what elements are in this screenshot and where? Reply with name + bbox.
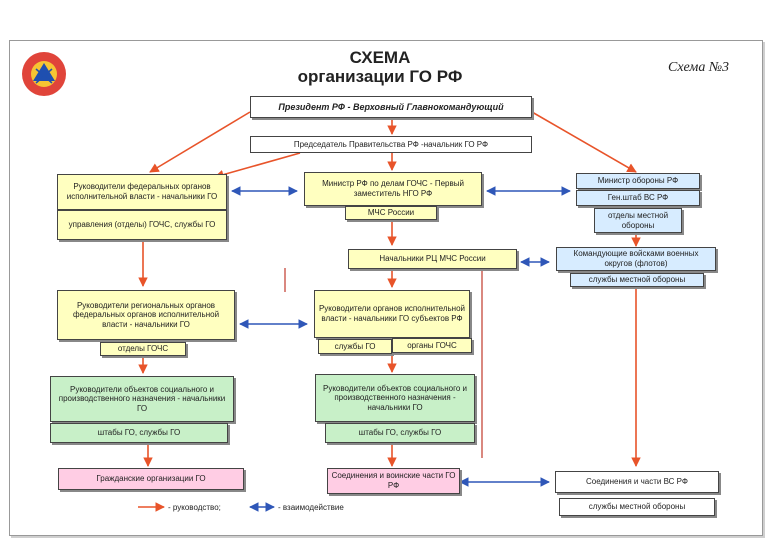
civil-orgs-box: Гражданские организации ГО	[58, 468, 244, 490]
rc-heads-box: Начальники РЦ МЧС России	[348, 249, 517, 269]
local-defense-depts-box: отделы местной обороны	[594, 208, 682, 233]
title-line1: СХЕМА	[349, 48, 411, 67]
title-line2: организации ГО РФ	[297, 67, 463, 86]
arrow-chairman-left	[214, 152, 301, 180]
local-defense-services-bottom-box: службы местной обороны	[559, 498, 715, 516]
mchs-russia-box: МЧС России	[345, 206, 437, 220]
page-title: СХЕМА организации ГО РФ	[270, 48, 490, 86]
president-box: Президент РФ - Верховный Главнокомандующ…	[250, 96, 532, 118]
minister-defense-box: Министр обороны РФ	[576, 173, 700, 189]
armed-forces-units-box: Соединения и части ВС РФ	[555, 471, 719, 493]
civil-defense-logo	[22, 52, 66, 96]
legend-interaction: - взаимодействие	[278, 503, 344, 512]
gochs-bodies-box: органы ГОЧС	[392, 338, 472, 353]
gochs-depts-box: отделы ГОЧС	[100, 342, 186, 356]
staffs-right-box: штабы ГО, службы ГО	[325, 423, 475, 443]
legend-leadership: - руководство;	[168, 503, 221, 512]
diagram-frame	[9, 40, 763, 536]
regional-heads-box: Руководители региональных органов федера…	[57, 290, 235, 340]
fed-depts-box: управления (отделы) ГОЧС, службы ГО	[57, 210, 227, 240]
minister-mchs-box: Министр РФ по делам ГОЧС - Первый замест…	[304, 172, 482, 206]
object-heads-right-box: Руководители объектов социального и прои…	[315, 374, 475, 422]
go-troops-box: Соединения и воинские части ГО РФ	[327, 468, 460, 494]
district-commanders-box: Командующие войсками военных округов (фл…	[556, 247, 716, 271]
chairman-box: Председатель Правительства РФ -начальник…	[250, 136, 532, 153]
object-heads-left-box: Руководители объектов социального и прои…	[50, 376, 234, 422]
scheme-number: Схема №3	[668, 60, 730, 75]
arrow-president-left	[149, 111, 251, 173]
gen-staff-box: Ген.штаб ВС РФ	[576, 190, 700, 206]
fed-heads-box: Руководители федеральных органов исполни…	[57, 174, 227, 210]
go-services-box: службы ГО	[318, 339, 392, 354]
arrow-president-right	[531, 111, 637, 173]
local-defense-services-box: службы местной обороны	[570, 273, 704, 287]
staffs-left-box: штабы ГО, службы ГО	[50, 423, 228, 443]
subject-heads-box: Руководители органов исполнительной влас…	[314, 290, 470, 338]
